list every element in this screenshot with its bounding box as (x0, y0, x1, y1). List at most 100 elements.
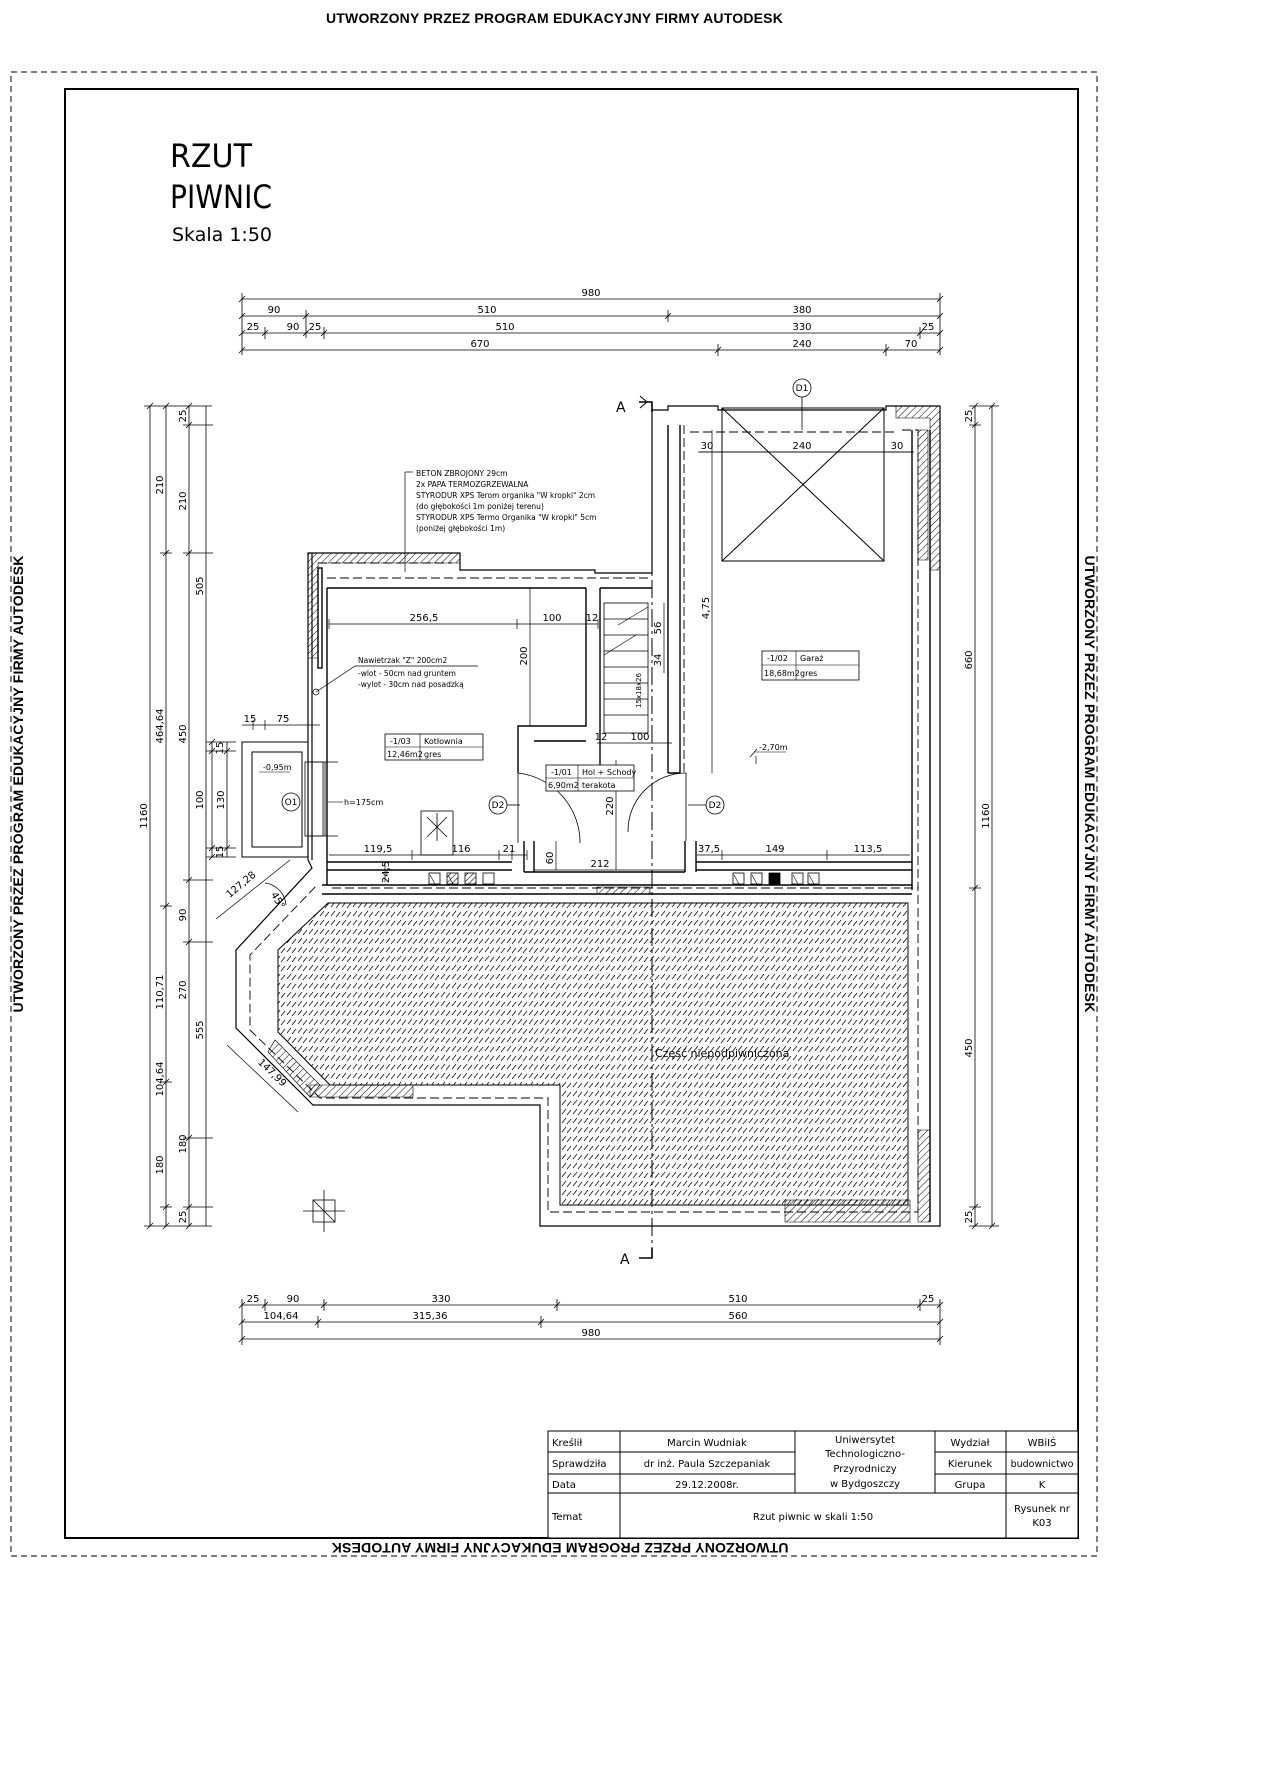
dim-right-660: 660 (964, 650, 975, 669)
dim-left-90: 90 (178, 909, 189, 922)
dim-45deg: 45° (268, 890, 286, 911)
dim-left-210a: 210 (155, 475, 166, 494)
dim-top-90: 90 (268, 305, 281, 316)
dim-475: 4,75 (701, 597, 712, 619)
room-tag-kotlownia: -1/03 Kotłownia 12,46m2 gres (384, 733, 484, 761)
dimension-labels-bottom: 25 90 330 510 25 104,64 315,36 560 980 (247, 1294, 935, 1339)
room-floor: gres (800, 669, 817, 678)
dim-12b: 12 (595, 732, 608, 743)
inner-frame (64, 88, 1079, 1539)
dim-top-90b: 90 (287, 322, 300, 333)
dim-bot-25a: 25 (247, 1294, 260, 1305)
dim-245: 24,5 (381, 861, 392, 883)
watermark-top: UTWORZONY PRZEZ PROGRAM EDUKACYJNY FIRMY… (325, 10, 784, 26)
drew-label: Kreślił (552, 1437, 582, 1449)
dim-21: 21 (503, 844, 516, 855)
room-name: Hol + Schody (582, 768, 636, 777)
window-height: h=175cm (344, 798, 383, 807)
room-area: 18,68m2 (764, 669, 800, 678)
faculty-label: Wydział (951, 1438, 990, 1449)
university-line1: Uniwersytet (835, 1435, 895, 1446)
dim-left-100: 100 (195, 790, 206, 809)
ventilation-shafts (428, 872, 820, 887)
university-line4: w Bydgoszczy (830, 1479, 900, 1490)
dim-116: 116 (451, 844, 470, 855)
layer-line-2: 2x PAPA TERMOZGRZEWALNA (416, 480, 529, 489)
dim-top-25a: 25 (247, 322, 260, 333)
level-095: -0,95m (263, 763, 292, 772)
dim-2565: 256,5 (410, 613, 439, 624)
dimension-lines-bottom (238, 1299, 944, 1345)
dim-top-70: 70 (905, 339, 918, 350)
dim-12a: 12 (586, 613, 599, 624)
dim-200: 200 (519, 646, 530, 665)
dim-top-25b: 25 (309, 322, 322, 333)
drawing-scale: Skala 1:50 (172, 224, 272, 246)
dim-bot-980: 980 (581, 1328, 600, 1339)
room-tag-hol: -1/01 Hol + Schody 6,90m2 terakota (545, 764, 636, 792)
checked-label: Sprawdziła (552, 1459, 606, 1470)
dim-100b: 100 (630, 732, 649, 743)
university-line2: Technologiczno- (824, 1449, 905, 1460)
major-value: budownictwo (1011, 1459, 1074, 1470)
dim-34: 34 (653, 654, 664, 667)
topic-label: Temat (551, 1512, 582, 1523)
dim-bot-510: 510 (728, 1294, 747, 1305)
dim-220: 220 (605, 796, 616, 815)
dim-bot-90: 90 (287, 1294, 300, 1305)
dim-left-130: 130 (216, 790, 227, 809)
dim-top-25c: 25 (922, 322, 935, 333)
interior-dimension-lines (215, 430, 914, 1113)
topic-value: Rzut piwnic w skali 1:50 (753, 1512, 873, 1523)
dim-240: 240 (792, 441, 811, 452)
layer-line-5: STYRODUR XPS Termo Organika "W kropki" 5… (416, 513, 596, 522)
dim-30b: 30 (891, 441, 904, 452)
dim-left-25a: 25 (178, 410, 189, 423)
dim-left-10464: 104,64 (155, 1062, 166, 1097)
doors (304, 761, 687, 844)
vent-annotation: Nawietrzak "Z" 200cm2 -wlot - 50cm nad g… (312, 656, 478, 696)
sheet-value: K03 (1032, 1518, 1051, 1529)
dim-left-46464: 464,64 (155, 709, 166, 744)
dim-top-380: 380 (792, 305, 811, 316)
dim-left-180b: 180 (178, 1134, 189, 1153)
room-area: 6,90m2 (548, 781, 579, 790)
room-name: Garaż (800, 654, 824, 663)
dimension-lines-left (144, 402, 236, 1230)
dim-top-510b: 510 (495, 322, 514, 333)
vent-line-2: -wlot - 50cm nad gruntem (358, 669, 456, 678)
dim-left-555: 555 (195, 1020, 206, 1039)
dim-12728: 127,28 (224, 870, 258, 901)
dim-left-270: 270 (178, 980, 189, 999)
section-mark-top: A (616, 400, 626, 416)
vent-line-3: -wylot - 30cm nad posadzką (358, 680, 464, 689)
room-number: -1/02 (767, 654, 788, 663)
dimension-labels-top: 980 90 510 380 25 90 25 510 330 25 670 2… (247, 288, 935, 350)
level-270: -2,70m (759, 743, 788, 752)
dim-1135: 113,5 (854, 844, 883, 855)
dim-right-25a: 25 (964, 410, 975, 423)
unbasemented-label: Część niepodpiwniczona (655, 1047, 789, 1060)
dim-bot-31536: 315,36 (413, 1311, 448, 1322)
layer-line-6: (poniżej głębokości 1m) (416, 524, 505, 533)
dim-56: 56 (653, 622, 664, 635)
layer-line-1: BETON ZBROJONY 29cm (416, 469, 507, 478)
dimension-labels-left: 1160 210 464,64 110,71 104,64 180 25 210… (139, 410, 227, 1224)
dim-left-450: 450 (178, 724, 189, 743)
dim-top-980: 980 (581, 288, 600, 299)
group-value: K (1039, 1480, 1046, 1491)
date-label: Data (552, 1480, 576, 1491)
interior-walls (317, 425, 931, 1222)
column-marker (303, 1190, 345, 1232)
unbasemented-slab (277, 902, 909, 1206)
layer-annotation: BETON ZBROJONY 29cm 2x PAPA TERMOZGRZEWA… (404, 469, 596, 572)
dimension-lines-right (969, 402, 999, 1230)
dim-right-1160: 1160 (981, 803, 992, 828)
dim-right-450: 450 (964, 1038, 975, 1057)
faculty-value: WBiIŚ (1028, 1436, 1057, 1449)
hatched-walls (267, 405, 941, 1223)
callouts (281, 378, 812, 815)
dim-top-240: 240 (792, 339, 811, 350)
room-number: -1/03 (390, 737, 411, 746)
dim-bot-330: 330 (431, 1294, 450, 1305)
